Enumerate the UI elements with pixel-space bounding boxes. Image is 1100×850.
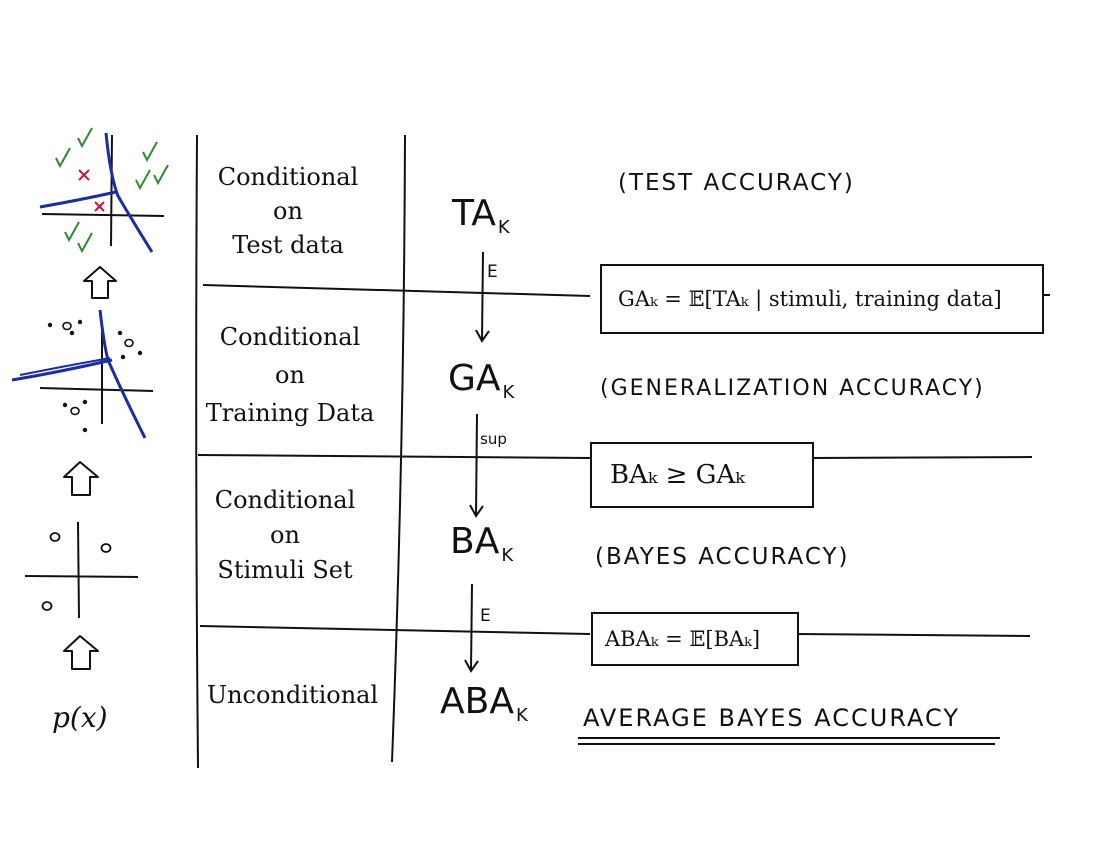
up-arrow-3	[63, 635, 99, 670]
formula-box-generalization: GAₖ = 𝔼[TAₖ | stimuli, training data]	[600, 264, 1044, 334]
variable-ba-label: BA	[450, 521, 500, 562]
condition-line: Test data	[232, 231, 344, 259]
plot-test-data	[39, 127, 169, 254]
variable-ga-subscript: K	[502, 382, 515, 403]
row-divider-3-right	[795, 633, 1031, 637]
plot-stimuli-set	[24, 521, 139, 619]
variable-ta-label: TA	[452, 193, 496, 234]
arrow-ta-to-ga	[475, 251, 490, 343]
row-divider-2-right	[811, 456, 1033, 459]
formula-bayes-bound: BAₖ ≥ GAₖ	[610, 460, 745, 490]
plot-training-data	[11, 309, 154, 439]
operator-sup: sup	[480, 430, 507, 448]
operator-expectation-1: E	[487, 262, 498, 282]
condition-test-data: Conditional on Test data	[208, 160, 368, 262]
variable-ta-subscript: K	[497, 217, 510, 238]
arrow-ba-to-aba	[464, 583, 479, 673]
variable-ba-subscript: K	[501, 545, 514, 566]
up-arrow-1	[83, 266, 117, 299]
condition-line: Conditional	[219, 323, 361, 351]
condition-unconditional: Unconditional	[205, 683, 380, 707]
formula-box-bayes-bound: BAₖ ≥ GAₖ	[590, 442, 814, 508]
formula-box-average-bayes: ABAₖ = 𝔼[BAₖ]	[591, 612, 799, 666]
condition-line: Conditional	[214, 486, 356, 514]
condition-training-data: Conditional on Training Data	[205, 318, 375, 432]
arrow-ga-to-ba	[469, 413, 484, 518]
variable-aba-subscript: K	[515, 705, 528, 726]
condition-line: Unconditional	[206, 681, 379, 709]
accuracy-name-bayes: (BAYES ACCURACY)	[595, 544, 850, 570]
variable-aba-label: ABA	[440, 681, 514, 722]
condition-line: on	[275, 361, 305, 389]
column-divider-right	[391, 134, 406, 763]
formula-generalization: GAₖ = 𝔼[TAₖ | stimuli, training data]	[618, 287, 1002, 311]
formula-average-bayes: ABAₖ = 𝔼[BAₖ]	[605, 627, 761, 651]
condition-line: on	[270, 521, 300, 549]
row-divider-1	[202, 284, 591, 297]
accuracy-name-average-bayes: AVERAGE BAYES ACCURACY	[583, 704, 961, 732]
operator-expectation-2: E	[480, 606, 491, 626]
condition-line: Conditional	[217, 163, 359, 191]
condition-stimuli-set: Conditional on Stimuli Set	[200, 483, 370, 588]
row-divider-3	[199, 625, 591, 635]
variable-ga-label: GA	[448, 358, 501, 399]
condition-line: on	[273, 197, 303, 225]
accuracy-name-test: (TEST ACCURACY)	[618, 170, 855, 196]
condition-line: Stimuli Set	[217, 556, 353, 584]
row-divider-2	[197, 454, 591, 459]
column-divider-left	[195, 134, 199, 769]
accuracy-name-generalization: (GENERALIZATION ACCURACY)	[600, 376, 985, 401]
up-arrow-2	[63, 461, 99, 496]
condition-line: Training Data	[205, 399, 375, 427]
distribution-label: p(x)	[52, 701, 108, 734]
